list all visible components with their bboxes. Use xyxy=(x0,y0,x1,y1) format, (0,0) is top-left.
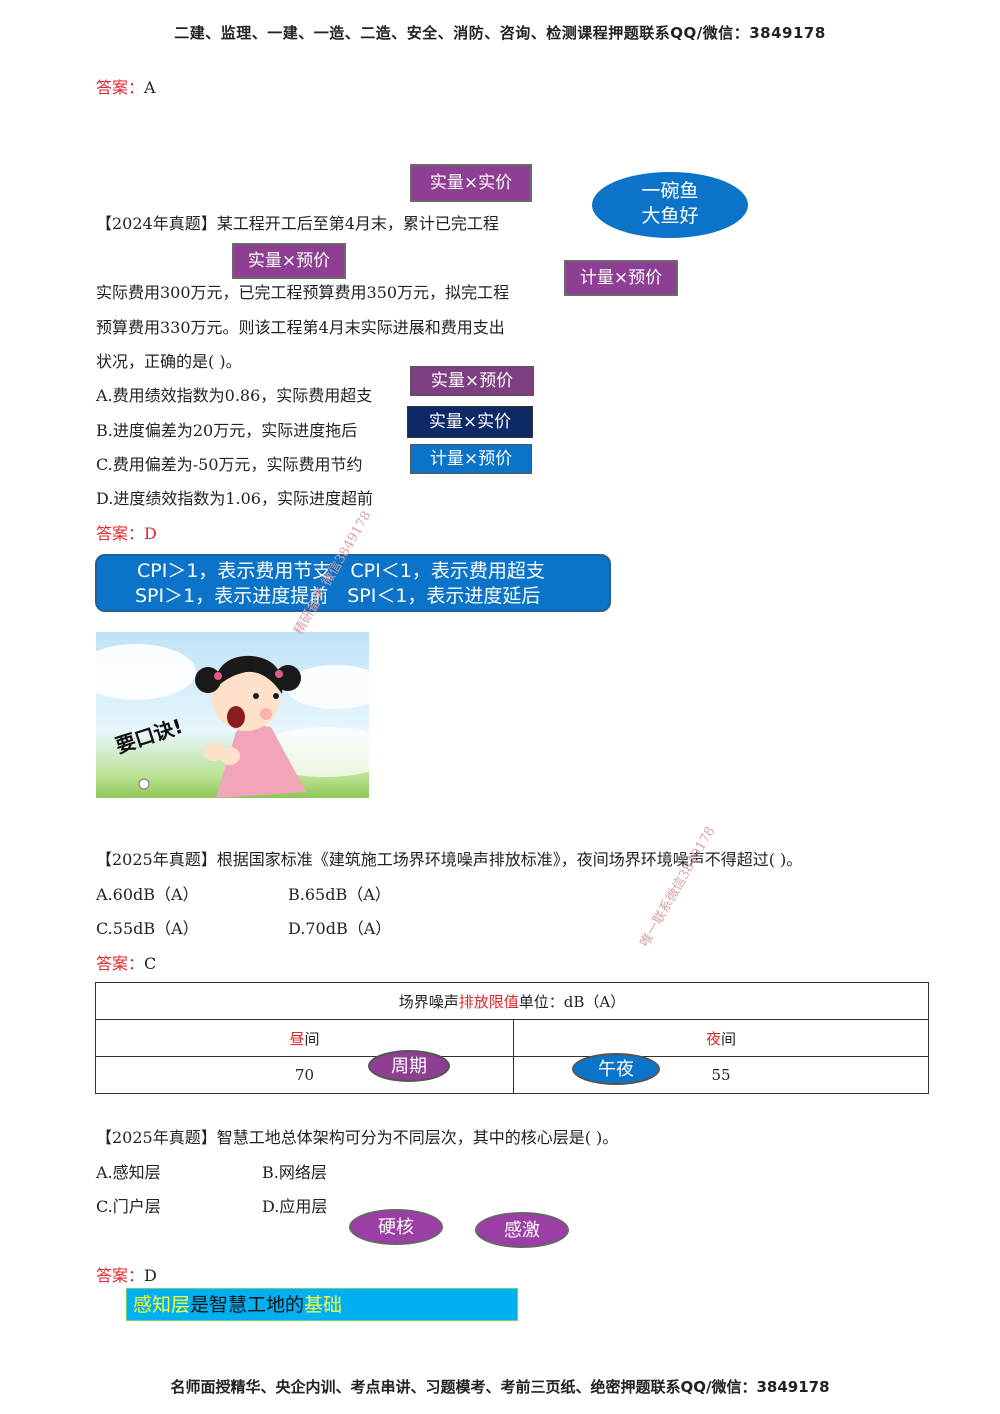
table-title-a: 场界噪声 xyxy=(398,992,459,1011)
answer-1: 答案：A xyxy=(96,74,156,98)
table-title-cell: 场界噪声排放限值单位：dB（A） xyxy=(95,982,929,1020)
note-foundation: 基础 xyxy=(304,1294,343,1316)
cpi-spi-banner: CPI＞1，表示费用节支 CPI＜1，表示费用超支 SPI＞1，表示进度提前 S… xyxy=(95,554,611,612)
q3-option-a: A.感知层 xyxy=(96,1163,161,1182)
answer-3: 答案：C xyxy=(96,950,156,974)
oval-midnight: 午夜 xyxy=(572,1053,660,1085)
perception-layer-note: 感知层是智慧工地的基础 xyxy=(126,1288,518,1321)
answer-value: D xyxy=(144,524,157,543)
q2-stem: 【2025年真题】根据国家标准《建筑施工场界环境噪声排放标准》，夜间场界环境噪声… xyxy=(96,850,803,869)
day-suffix: 间 xyxy=(304,1029,320,1048)
answer-label: 答案： xyxy=(96,78,145,97)
q1-option-b: B.进度偏差为20万元，实际进度拖后 xyxy=(96,421,358,440)
banner-line-1: CPI＞1，表示费用节支 CPI＜1，表示费用超支 xyxy=(137,560,545,582)
note-middle: 是智慧工地的 xyxy=(190,1294,305,1316)
q1-stem-line-4: 状况，正确的是( )。 xyxy=(96,352,242,371)
night-char: 夜 xyxy=(705,1029,721,1048)
q3-option-b: B.网络层 xyxy=(262,1163,327,1182)
q1-stem-line-3: 预算费用330万元。则该工程第4月末实际进展和费用支出 xyxy=(96,318,505,337)
page-header: 二建、监理、一建、一造、二造、安全、消防、咨询、检测课程押题联系QQ/微信：38… xyxy=(174,24,826,42)
table-row: 场界噪声排放限值单位：dB（A） xyxy=(95,982,929,1020)
header-night: 夜间 xyxy=(513,1019,929,1057)
mnemonic-cloud: 一碗鱼 大鱼好 xyxy=(592,172,748,238)
table-row: 70 55 xyxy=(95,1056,929,1094)
cloud-line-1: 一碗鱼 xyxy=(641,180,699,202)
answer-label: 答案： xyxy=(96,524,145,543)
banner-line-2: SPI＞1，表示进度提前 SPI＜1，表示进度延后 xyxy=(135,585,541,607)
oval-hardcore: 硬核 xyxy=(349,1209,443,1245)
q2-option-a: A.60dB（A） xyxy=(96,885,199,904)
option-tag-3: 计量×预价 xyxy=(410,444,532,474)
header-day: 昼间 xyxy=(95,1019,514,1057)
oval-period: 周期 xyxy=(368,1050,450,1082)
tag-actual-qty-budget-price: 实量×预价 xyxy=(232,243,346,279)
table-row: 昼间 夜间 xyxy=(95,1019,929,1057)
answer-label: 答案： xyxy=(96,1266,145,1285)
note-perception: 感知层 xyxy=(133,1294,191,1316)
option-tag-2: 实量×实价 xyxy=(407,406,533,438)
q2-option-c: C.55dB（A） xyxy=(96,919,199,938)
noise-limit-table: 场界噪声排放限值单位：dB（A） 昼间 夜间 70 55 xyxy=(95,982,929,1094)
option-tag-1: 实量×预价 xyxy=(410,366,534,396)
answer-value: D xyxy=(144,1266,157,1285)
answer-value: A xyxy=(144,78,156,97)
q3-stem: 【2025年真题】智慧工地总体架构可分为不同层次，其中的核心层是( )。 xyxy=(96,1128,619,1147)
q1-stem-line-2: 实际费用300万元，已完工程预算费用350万元，拟完工程 xyxy=(96,283,510,302)
cartoon-illustration: 要口诀! xyxy=(96,632,369,798)
q1-option-a: A.费用绩效指数为0.86，实际费用超支 xyxy=(96,386,373,405)
q2-option-b: B.65dB（A） xyxy=(288,885,391,904)
q1-stem-line-1: 【2024年真题】某工程开工后至第4月末，累计已完工程 xyxy=(96,214,499,233)
table-title-b: 排放限值 xyxy=(458,992,519,1011)
answer-value: C xyxy=(144,954,157,973)
day-char: 昼 xyxy=(289,1029,305,1048)
answer-label: 答案： xyxy=(96,954,145,973)
tag-actual-qty-actual-price: 实量×实价 xyxy=(410,164,532,202)
q3-option-c: C.门户层 xyxy=(96,1197,161,1216)
answer-4: 答案：D xyxy=(96,1262,157,1286)
q3-option-d: D.应用层 xyxy=(262,1197,328,1216)
table-title-c: 单位：dB（A） xyxy=(518,992,626,1011)
answer-2: 答案：D xyxy=(96,520,157,544)
cloud-line-2: 大鱼好 xyxy=(641,205,699,227)
q2-option-d: D.70dB（A） xyxy=(288,919,392,938)
q1-option-d: D.进度绩效指数为1.06，实际进度超前 xyxy=(96,489,373,508)
cartoon-girl-image xyxy=(96,644,369,798)
watermark-2: 唯一联系微信3849178 xyxy=(637,824,719,950)
day-value: 70 xyxy=(95,1056,514,1094)
night-suffix: 间 xyxy=(721,1029,737,1048)
oval-grateful: 感激 xyxy=(475,1212,569,1248)
page-footer: 名师面授精华、央企内训、考点串讲、习题模考、考前三页纸、绝密押题联系QQ/微信：… xyxy=(170,1378,830,1396)
tag-plan-qty-budget-price: 计量×预价 xyxy=(564,260,678,296)
q1-option-c: C.费用偏差为-50万元，实际费用节约 xyxy=(96,455,363,474)
